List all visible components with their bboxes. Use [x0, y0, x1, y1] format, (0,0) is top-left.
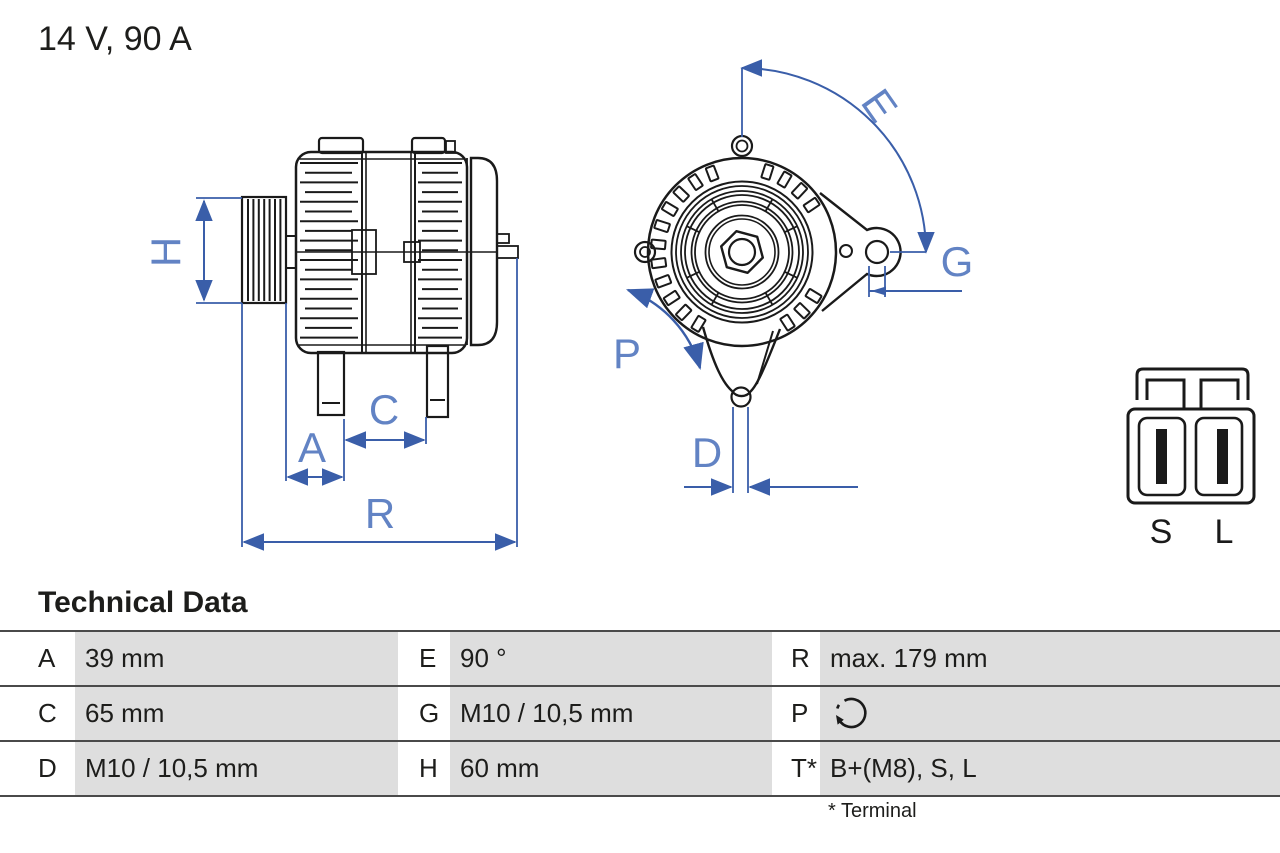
connector-clip — [1135, 367, 1250, 400]
cooling-fins-front — [300, 162, 358, 339]
connector-body — [1126, 407, 1256, 505]
param-label: T* — [772, 742, 820, 795]
page-title: 14 V, 90 A — [38, 20, 192, 58]
param-value: 65 mm — [75, 687, 398, 740]
param-label: C — [0, 687, 75, 740]
dim-arc-e — [740, 59, 935, 254]
top-lug — [730, 134, 754, 158]
mount-lug-right — [425, 344, 450, 419]
dim-label-a: A — [298, 424, 326, 471]
dim-label-g: G — [941, 238, 974, 285]
dimension-letters: H A C R E G P D — [143, 80, 974, 537]
dim-label-c: C — [369, 386, 399, 433]
dim-label-p: P — [613, 330, 641, 377]
pin-label-l: L — [1215, 513, 1234, 551]
param-label: A — [0, 632, 75, 685]
center-bolt — [403, 241, 421, 263]
param-value: B+(M8), S, L — [820, 742, 1280, 795]
right-ear-hole — [864, 239, 890, 265]
param-label: G — [398, 687, 450, 740]
bottom-lug — [701, 326, 782, 398]
terminal-stud-small — [496, 233, 510, 244]
small-hole — [839, 244, 853, 258]
cooling-fins-rear — [418, 162, 462, 339]
param-value: max. 179 mm — [820, 632, 1280, 685]
rotation-arrow — [626, 288, 704, 371]
terminal-footnote: * Terminal — [828, 800, 917, 822]
pin-label-s: S — [1150, 513, 1173, 551]
connector-diagram: S L — [1126, 367, 1256, 551]
front-view-drawing — [633, 134, 902, 408]
pin-slot-l — [1194, 416, 1244, 497]
dim-label-h: H — [143, 237, 190, 267]
left-ear — [633, 240, 657, 264]
param-label: D — [0, 742, 75, 795]
table-row: A 39 mm E 90 ° R max. 179 mm — [0, 630, 1280, 685]
dim-label-e: E — [852, 80, 907, 130]
terminal-stud-bplus — [496, 245, 519, 259]
param-value: 39 mm — [75, 632, 398, 685]
param-label: E — [398, 632, 450, 685]
bottom-lug-hole — [730, 386, 752, 408]
technical-data-table: A 39 mm E 90 ° R max. 179 mm C 65 mm G M… — [0, 630, 1280, 797]
param-label: H — [398, 742, 450, 795]
side-view-drawing — [240, 136, 519, 419]
dim-label-r: R — [365, 490, 395, 537]
param-value — [820, 687, 1280, 740]
shaft-nut — [720, 229, 764, 274]
mount-lug-left — [316, 350, 346, 417]
dim-label-d: D — [692, 429, 722, 476]
section-heading: Technical Data — [38, 586, 248, 619]
table-row: D M10 / 10,5 mm H 60 mm T* B+(M8), S, L — [0, 740, 1280, 797]
pin-l — [1217, 429, 1228, 484]
rotation-direction-icon — [836, 697, 867, 728]
param-value: M10 / 10,5 mm — [450, 687, 772, 740]
pin-s — [1156, 429, 1167, 484]
rear-cover — [469, 156, 499, 347]
param-label: P — [772, 687, 820, 740]
pulley-hub — [285, 235, 297, 269]
pin-slot-s — [1137, 416, 1187, 497]
center-boss — [351, 229, 377, 275]
technical-drawing: H A C R E G P D S L — [143, 59, 1256, 551]
dimension-annotations — [195, 59, 962, 551]
param-value: 60 mm — [450, 742, 772, 795]
table-row: C 65 mm G M10 / 10,5 mm P — [0, 685, 1280, 740]
param-value: M10 / 10,5 mm — [75, 742, 398, 795]
param-label: R — [772, 632, 820, 685]
param-value: 90 ° — [450, 632, 772, 685]
